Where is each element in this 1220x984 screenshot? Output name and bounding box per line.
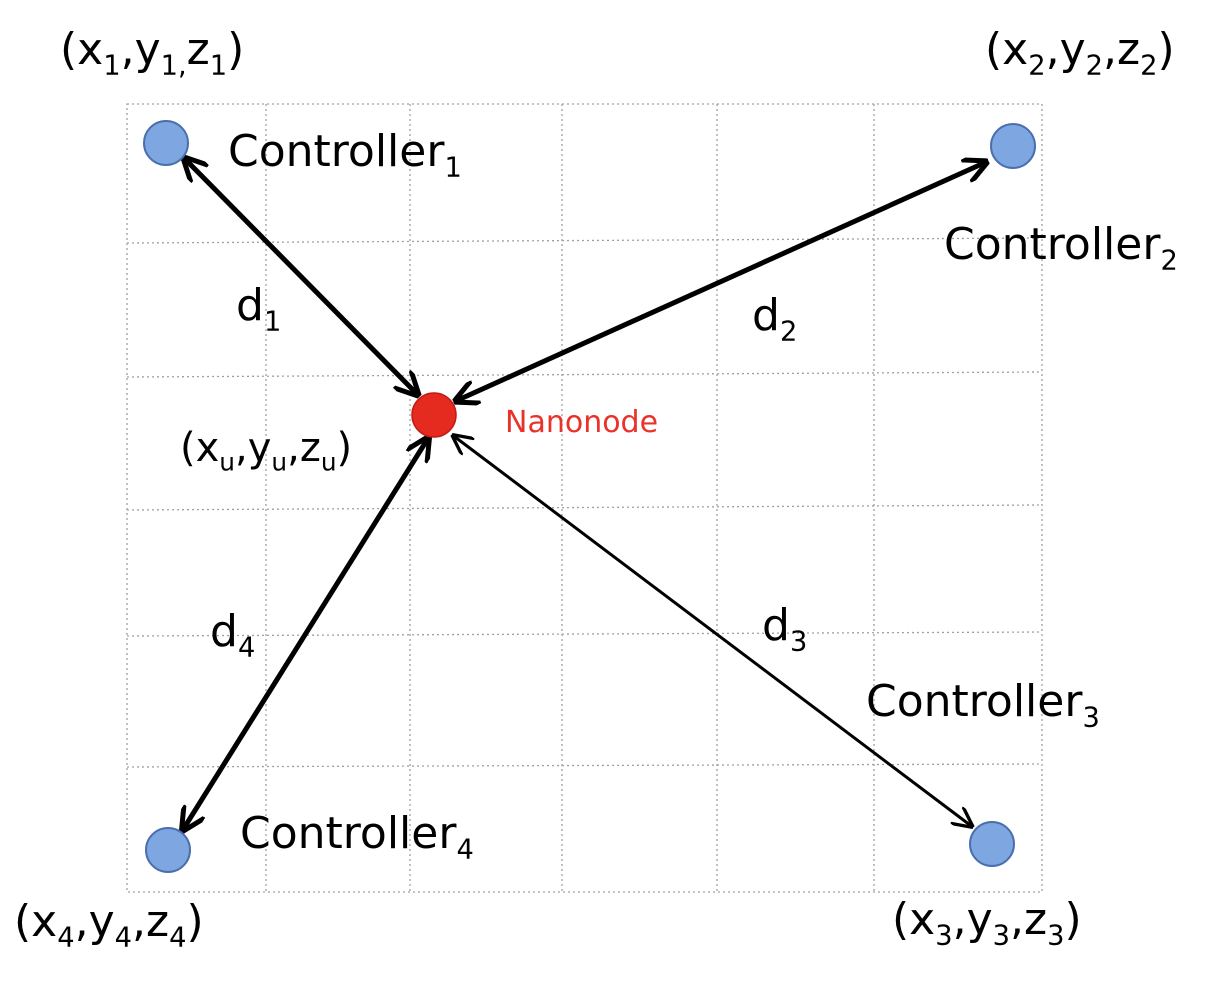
nanonode-node bbox=[411, 392, 457, 438]
arrow-d4 bbox=[184, 440, 427, 828]
distance-d2-label: d2 bbox=[752, 290, 798, 348]
controller-4-label: Controller4 bbox=[240, 808, 474, 866]
nodes bbox=[143, 120, 1036, 873]
grid-line bbox=[126, 504, 1043, 511]
controller-2-coordinates: (x2,y2,z2) bbox=[985, 24, 1175, 82]
nanonode-coordinates: (xu,yu,zu) bbox=[180, 425, 353, 477]
distance-d4-label: d4 bbox=[210, 606, 256, 664]
distance-d3-label: d3 bbox=[762, 600, 808, 658]
grid bbox=[126, 103, 1043, 893]
arrow-d1 bbox=[186, 160, 416, 393]
grid-line bbox=[126, 763, 1043, 768]
controller-2-node bbox=[990, 123, 1036, 169]
nanonode-label: Nanonode bbox=[505, 405, 659, 440]
controller-3-coordinates: (x3,y3,z3) bbox=[892, 894, 1082, 952]
controller-1-coordinates: (x1,y1,z1) bbox=[60, 24, 245, 82]
controller-4-node bbox=[145, 827, 191, 873]
controller-3-node bbox=[969, 821, 1015, 867]
arrow-d2 bbox=[458, 163, 984, 400]
arrow-d3 bbox=[455, 437, 970, 825]
controller-1-node bbox=[143, 120, 189, 166]
distance-arrows bbox=[184, 160, 984, 828]
controller-3-label: Controller3 bbox=[866, 676, 1100, 734]
distance-d1-label: d1 bbox=[236, 280, 282, 338]
grid-line bbox=[126, 631, 1043, 637]
controller-4-coordinates: (x4,y4,z4) bbox=[14, 896, 204, 954]
controller-2-label: Controller2 bbox=[944, 219, 1178, 277]
grid-line bbox=[126, 371, 1043, 378]
controller-1-label: Controller1 bbox=[228, 126, 462, 184]
grid-border bbox=[126, 103, 1043, 893]
